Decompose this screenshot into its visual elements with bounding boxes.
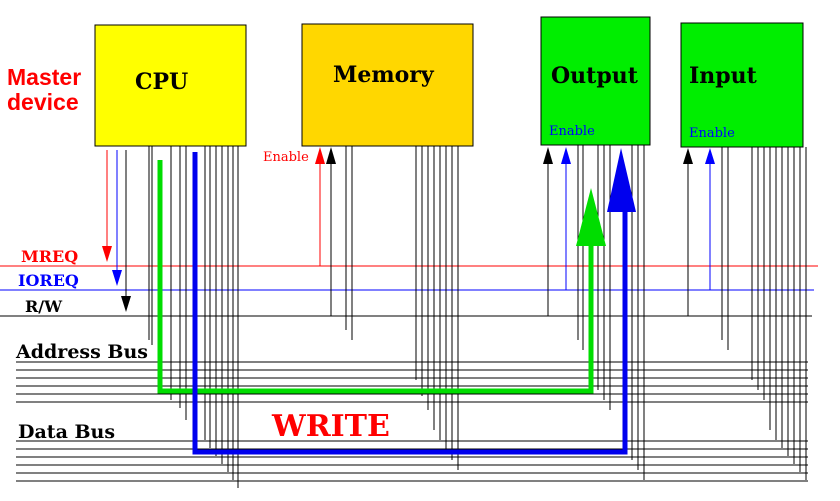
address-bus-label: Address Bus: [15, 341, 148, 363]
input-box: [680, 22, 804, 148]
output-label: Output: [551, 63, 639, 89]
memory-label: Memory: [333, 62, 435, 88]
address-bus-lines: [16, 361, 808, 403]
memory-enable-arrow: [315, 147, 325, 266]
master-device-line2: device: [7, 89, 79, 115]
cpu-ioreq-arrow: [112, 150, 122, 286]
output-box: [540, 16, 651, 146]
data-bus-lines: [16, 440, 808, 482]
input-enable-arrow: [705, 148, 715, 290]
output-rw-arrow: [543, 147, 553, 316]
input-enable-label: Enable: [689, 126, 735, 141]
output-enable-label: Enable: [549, 124, 595, 139]
memory-box: [301, 23, 474, 147]
cpu-label: CPU: [135, 69, 188, 95]
rw-label: R/W: [25, 297, 63, 316]
output-enable-arrow: [561, 147, 571, 290]
address-path: [157, 160, 606, 394]
bus-drop-lines: [148, 145, 807, 488]
write-label: WRITE: [271, 409, 390, 444]
data-path: [192, 148, 636, 455]
input-rw-arrow: [683, 148, 693, 316]
memory-enable-label: Enable: [263, 150, 309, 165]
data-bus-label: Data Bus: [18, 421, 115, 443]
cpu-box: [94, 24, 247, 147]
mreq-label: MREQ: [21, 247, 78, 266]
cpu-mreq-arrow: [102, 150, 112, 262]
master-device-line1: Master: [7, 64, 81, 90]
memory-rw-arrow: [326, 147, 336, 316]
input-label: Input: [689, 63, 758, 89]
ioreq-label: IOREQ: [18, 271, 79, 290]
cpu-rw-arrow: [121, 150, 131, 312]
